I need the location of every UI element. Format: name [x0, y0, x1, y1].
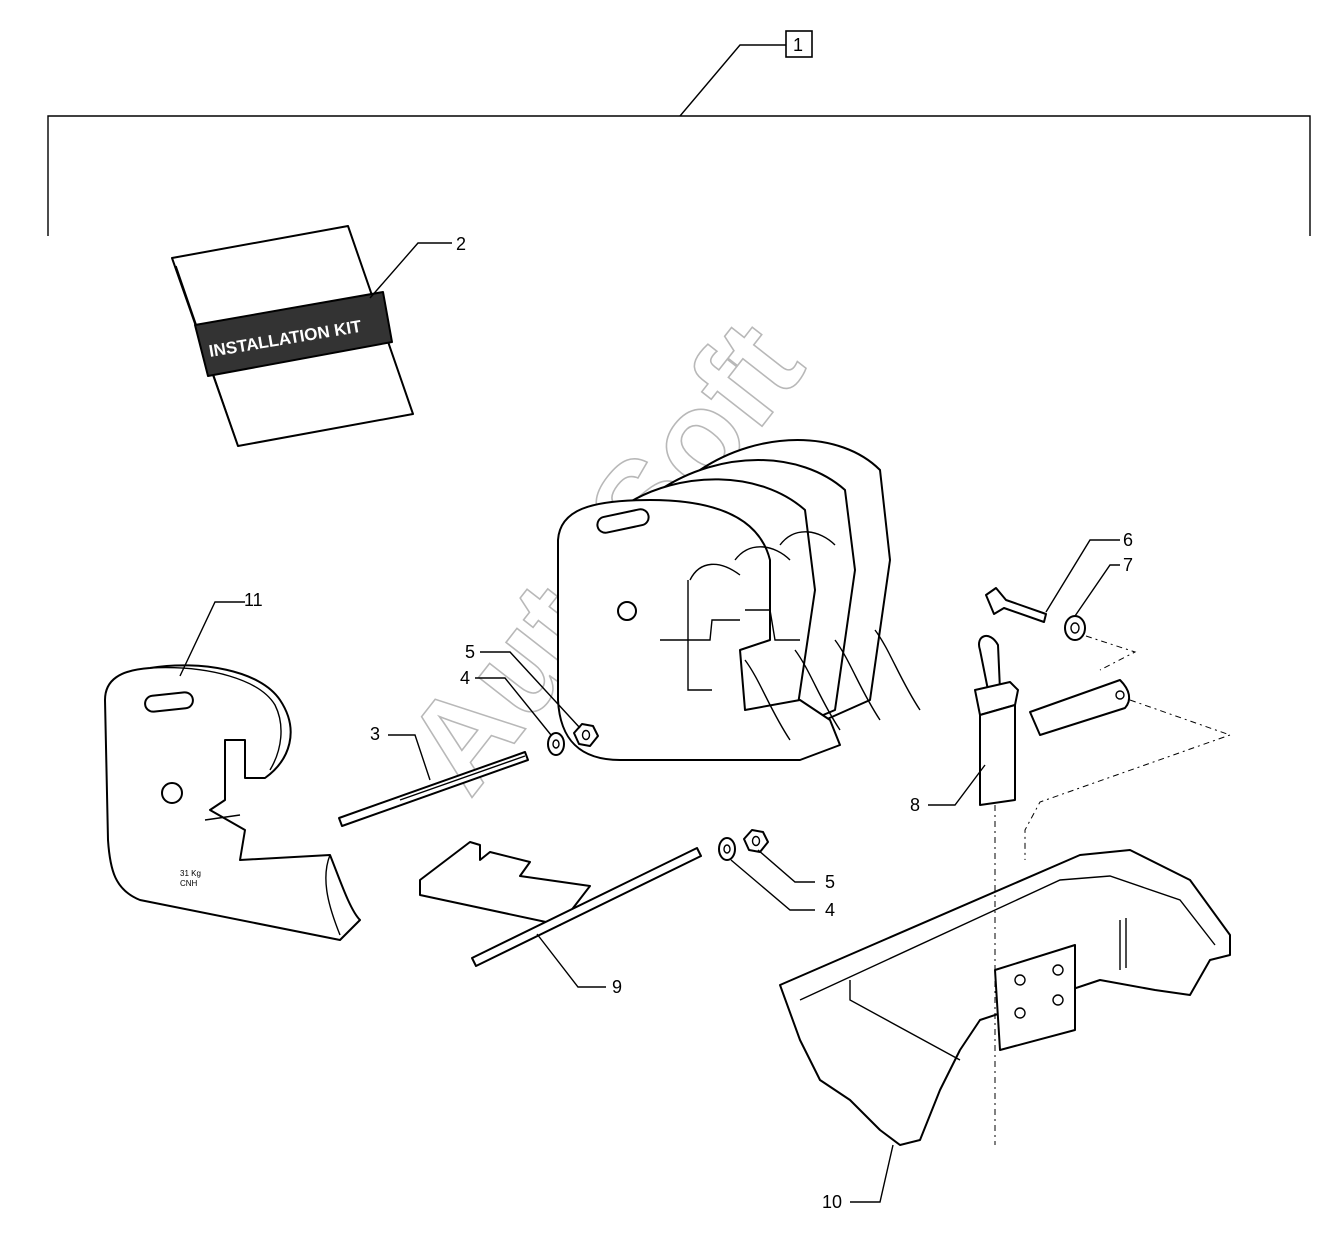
callout-5-upper[interactable]: 5	[465, 642, 475, 662]
callout-1[interactable]: 1	[793, 35, 803, 55]
callout-4-lower[interactable]: 4	[825, 900, 835, 920]
callout-2[interactable]: 2	[456, 234, 466, 254]
callout-6[interactable]: 6	[1123, 530, 1133, 550]
installation-kit-booklet: INSTALLATION KIT	[171, 225, 414, 447]
weight-stamp-cnh: CNH	[180, 879, 198, 888]
weight-stack	[557, 439, 921, 761]
callout-9[interactable]: 9	[612, 977, 622, 997]
assembly-bracket	[47, 30, 1311, 236]
assembly-lines	[994, 635, 1232, 1145]
callout-4-upper[interactable]: 4	[460, 668, 470, 688]
flat-plate	[419, 841, 591, 926]
weight-stamp-kg: 31 Kg	[180, 869, 201, 878]
washer-nut-lower	[718, 829, 769, 861]
callouts: 1 2 11 3 4 5 6 7 8 9 5 4 10	[244, 35, 1133, 1212]
callout-8[interactable]: 8	[910, 795, 920, 815]
callout-10[interactable]: 10	[822, 1192, 842, 1212]
washer-nut-upper	[547, 723, 599, 756]
callout-5-lower[interactable]: 5	[825, 872, 835, 892]
callout-11[interactable]: 11	[244, 590, 263, 610]
callout-7[interactable]: 7	[1123, 555, 1133, 575]
callout-3[interactable]: 3	[370, 724, 380, 744]
flat-washer	[1064, 615, 1086, 641]
threaded-rod-upper	[338, 751, 529, 827]
threaded-rod-lower	[471, 847, 702, 967]
lock-pin	[974, 635, 1131, 806]
single-weight: 31 Kg CNH	[104, 664, 361, 941]
support-bracket	[779, 849, 1231, 1146]
bolt	[985, 587, 1047, 623]
leader-lines	[179, 242, 1120, 1203]
